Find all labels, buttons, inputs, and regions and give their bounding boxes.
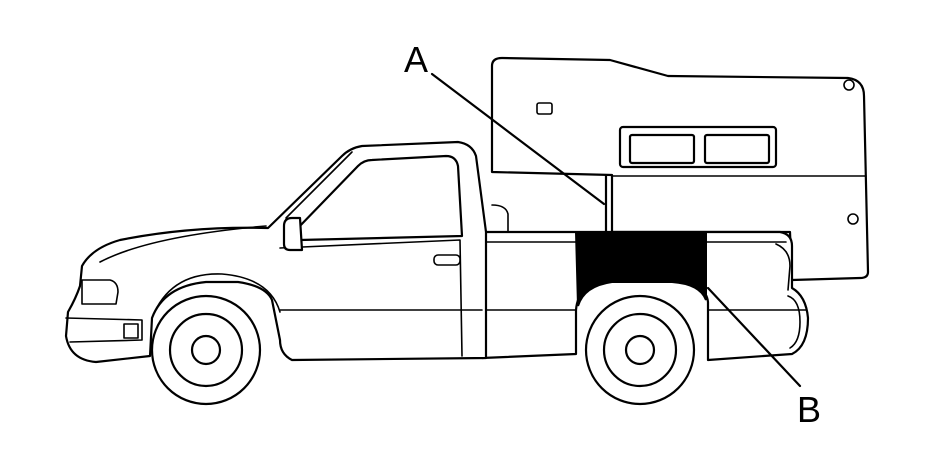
tail-light [775, 243, 791, 291]
camper-vent [536, 102, 553, 115]
camper-shell [490, 56, 870, 282]
rear-wheel [584, 294, 696, 406]
hood-line [99, 225, 267, 263]
cab-window [294, 154, 464, 242]
leader-line-b [706, 286, 802, 388]
a-pillar [285, 151, 353, 219]
camper-marker-light-top [843, 79, 855, 91]
leader-line-a [430, 72, 606, 206]
camper-jack [491, 204, 509, 233]
camper-window-right [703, 133, 771, 165]
camper-window-left [628, 133, 696, 165]
fog-light [123, 323, 139, 339]
door-outline [279, 239, 463, 357]
truck-body [64, 140, 810, 364]
front-fender-arch [151, 273, 281, 319]
front-wheel [150, 294, 262, 406]
side-mirror [282, 216, 304, 252]
camper-marker-light-rear [847, 213, 859, 225]
callout-label-b: B [797, 389, 822, 430]
rear-bumper [787, 295, 801, 349]
callout-label-a: A [404, 39, 429, 80]
camper-window-frame [618, 125, 778, 169]
headlight [81, 279, 119, 305]
front-bumper [65, 317, 143, 343]
door-handle [433, 254, 461, 266]
wheel-well-panel [574, 231, 707, 307]
